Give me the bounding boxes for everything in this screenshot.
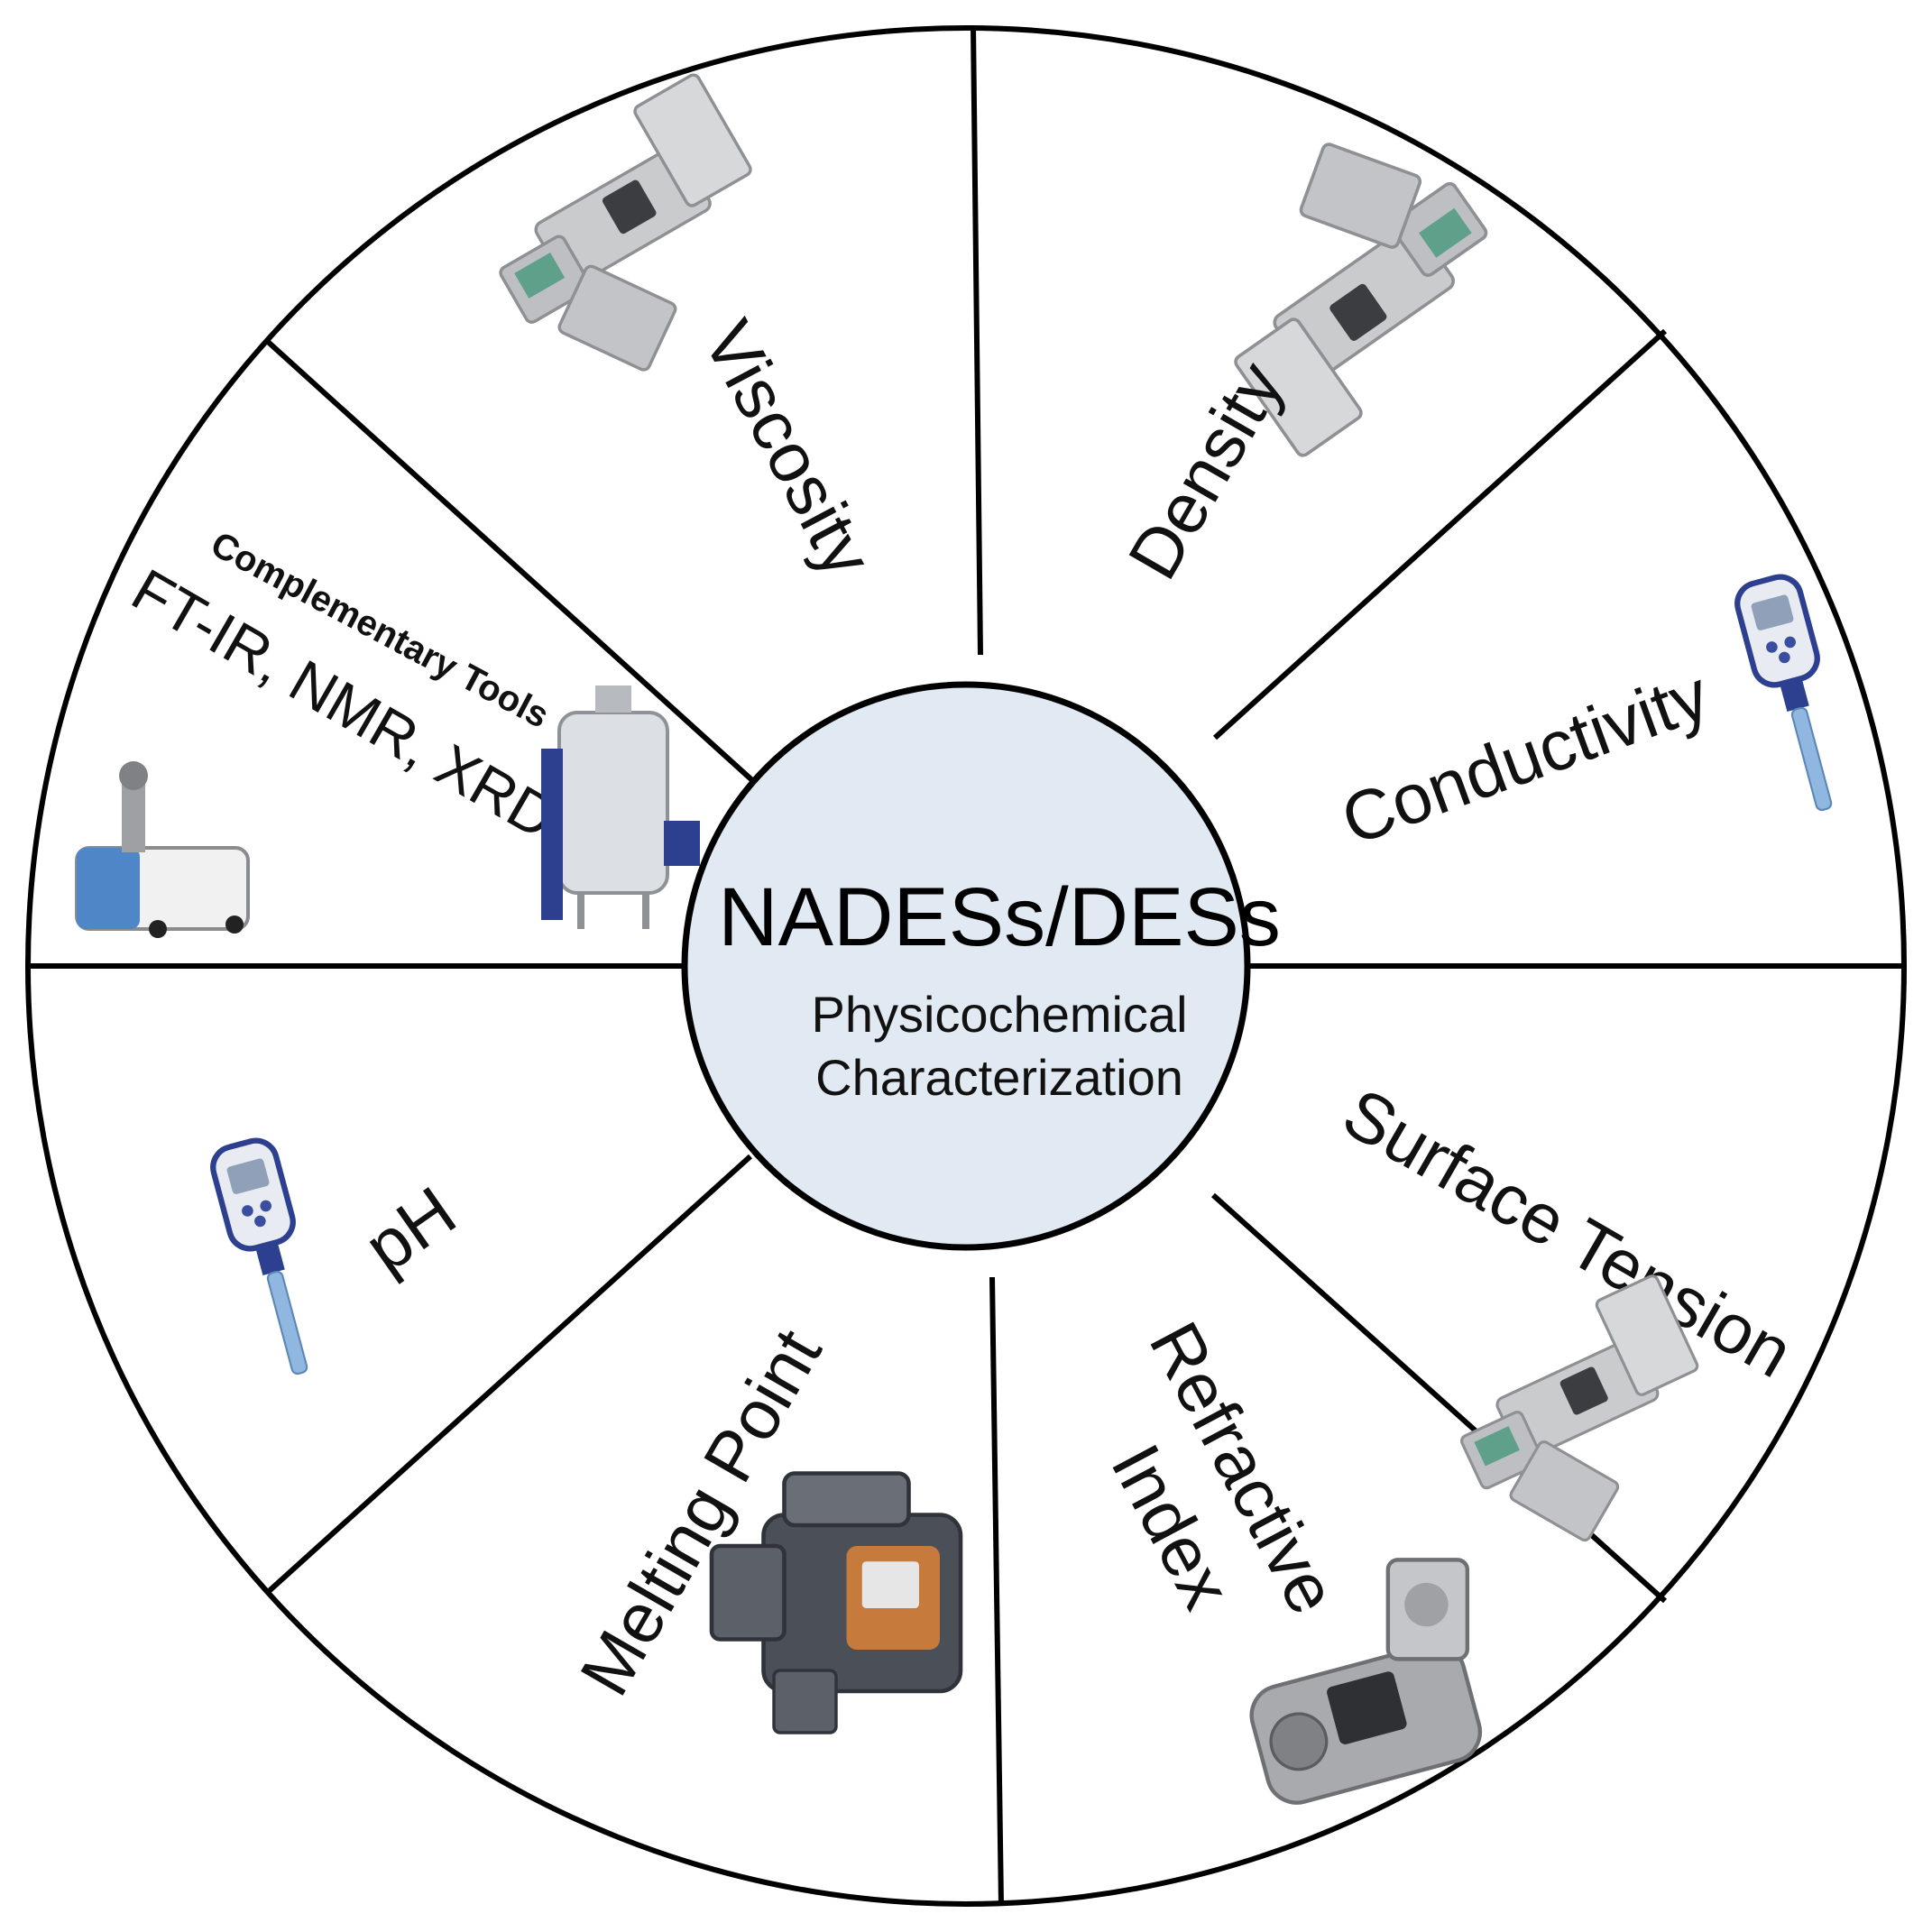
center-circle xyxy=(681,681,1251,1251)
center-subtitle-line1: Physicochemical xyxy=(811,986,1187,1043)
segment-dividers xyxy=(27,24,1905,1906)
center-title: NADESs/DESs xyxy=(718,871,1281,963)
center-subtitle-line2: Characterization xyxy=(815,1049,1183,1106)
